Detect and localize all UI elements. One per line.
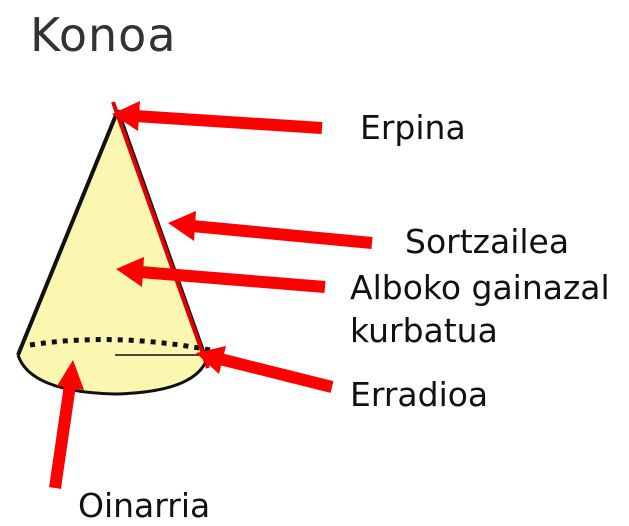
generatrix-arrow-shaft: [192, 226, 372, 243]
cone-lateral-surface: [18, 110, 205, 394]
vertex-arrow-shaft: [135, 116, 322, 128]
radius-label: Erradioa: [350, 375, 488, 415]
lateral-surface-label-line2: kurbatua: [350, 311, 498, 351]
radius-arrow-shaft: [220, 359, 332, 387]
base-label: Oinarria: [78, 486, 210, 526]
base-arrow-shaft: [55, 385, 70, 488]
lateral-surface-label-line1: Alboko gainazal: [350, 268, 610, 308]
vertex-label: Erpina: [360, 108, 466, 148]
generatrix-arrow-head: [168, 211, 196, 241]
generatrix-label: Sortzailea: [405, 222, 569, 262]
